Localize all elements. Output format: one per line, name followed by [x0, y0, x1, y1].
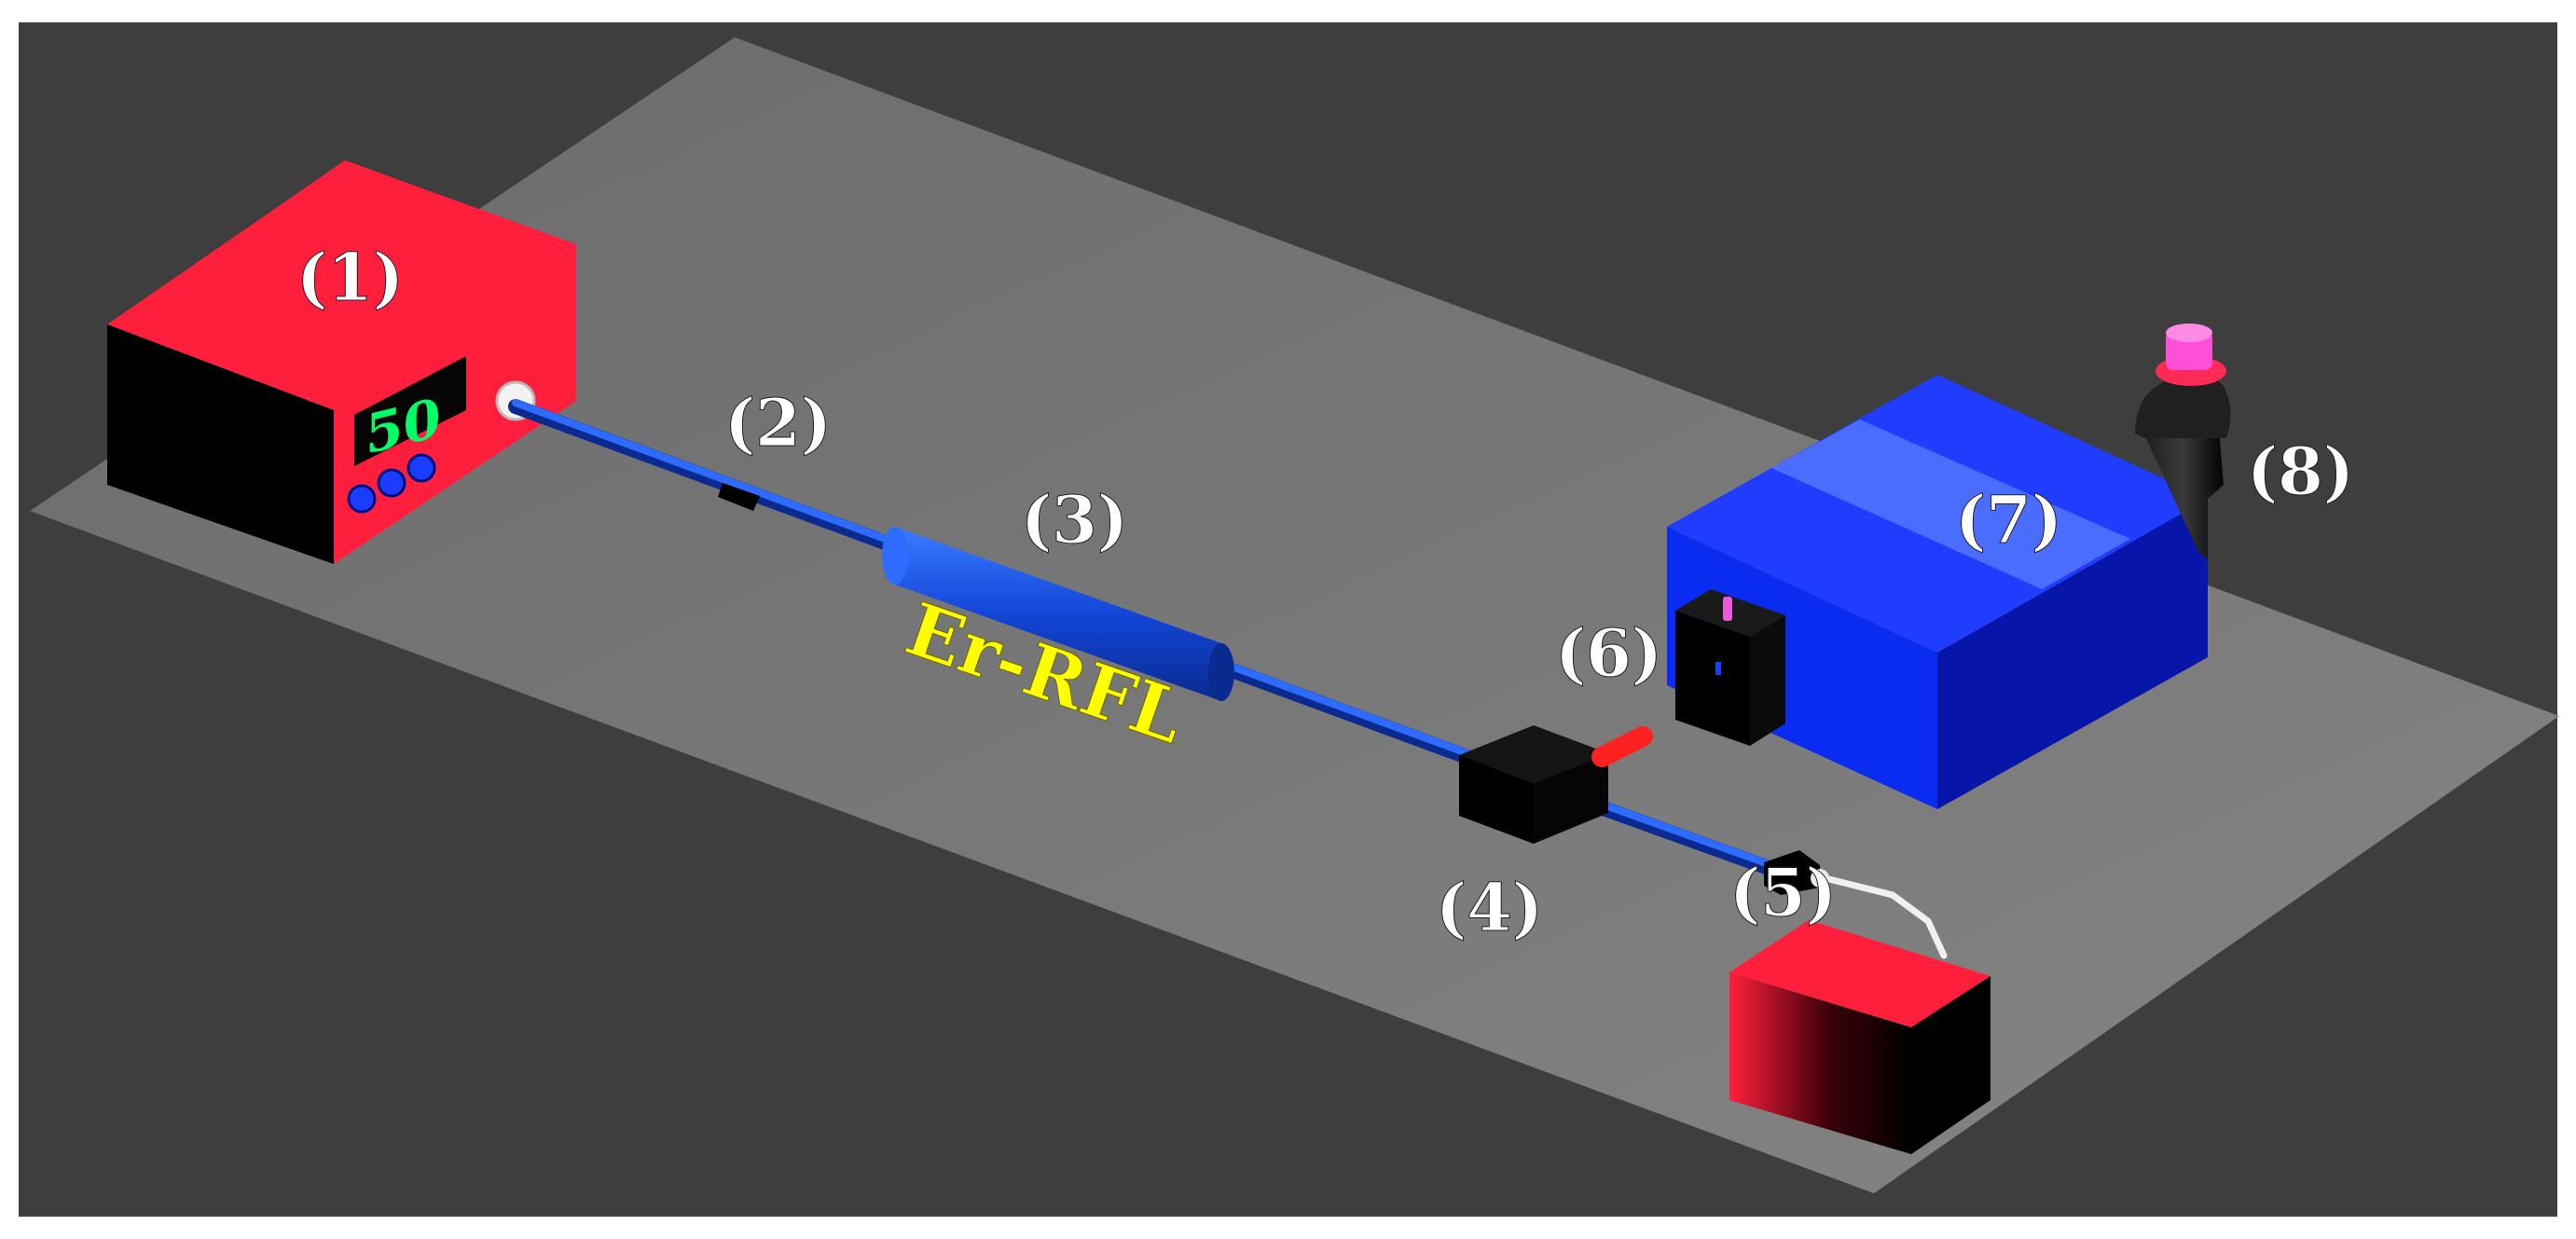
label-4: (4): [1436, 869, 1543, 946]
pump-source-left-face: [107, 324, 334, 564]
photodetector-6: [1675, 589, 1785, 746]
fiber-segment-highlight: [1581, 794, 1775, 869]
pump-source-box: 50: [107, 160, 576, 564]
pump-source-display: [354, 356, 466, 466]
label-7: (7): [1955, 481, 2062, 558]
bottle-shoulder: [2135, 382, 2231, 438]
bottle-cap-top: [2166, 324, 2212, 342]
label-8: (8): [2247, 433, 2354, 510]
label-6: (6): [1555, 614, 1662, 692]
knob-icon: [347, 484, 377, 514]
bottle-8: [2135, 324, 2231, 559]
analyzer-top-stripe: [1771, 420, 2130, 589]
coupler-right-face: [1534, 753, 1608, 844]
analyzer-side-face: [1937, 499, 2208, 809]
connector-tip-icon: [1811, 869, 1829, 888]
battery-right-face: [1911, 976, 1991, 1154]
connector-5: [1764, 850, 1948, 959]
detector-side: [1750, 615, 1785, 746]
blue-analyzer-box: [1667, 375, 2208, 809]
splice-marker: [718, 483, 760, 511]
pump-source-top: [107, 160, 576, 410]
label-1: (1): [296, 239, 404, 316]
label-2: (2): [724, 384, 832, 461]
analyzer-front-face: [1667, 527, 1937, 809]
er-rfl-cap-right: [1208, 643, 1234, 701]
connector-cable: [1822, 874, 1948, 959]
detector-indicator: [1715, 662, 1721, 675]
er-rfl-body: [895, 527, 1221, 701]
battery-top: [1729, 920, 1991, 1027]
detector-pink-pin: [1723, 597, 1732, 621]
knob-icon: [377, 468, 406, 498]
detector-front: [1675, 611, 1750, 746]
coupler-box: [1459, 725, 1653, 844]
connector-body: [1764, 850, 1820, 895]
label-3: (3): [1021, 481, 1128, 558]
table-surface: [30, 37, 2559, 1193]
coupler-left-face: [1459, 755, 1534, 844]
coupler-red-output: [1591, 726, 1653, 767]
battery-left-face: [1729, 972, 1911, 1154]
er-rfl-cap-left: [882, 527, 908, 585]
label-5: (5): [1729, 854, 1837, 931]
red-battery-box: [1729, 920, 1991, 1154]
knob-icon: [406, 453, 436, 483]
coupler-top: [1459, 725, 1608, 783]
er-rfl-fiber-coil: [882, 527, 1234, 701]
